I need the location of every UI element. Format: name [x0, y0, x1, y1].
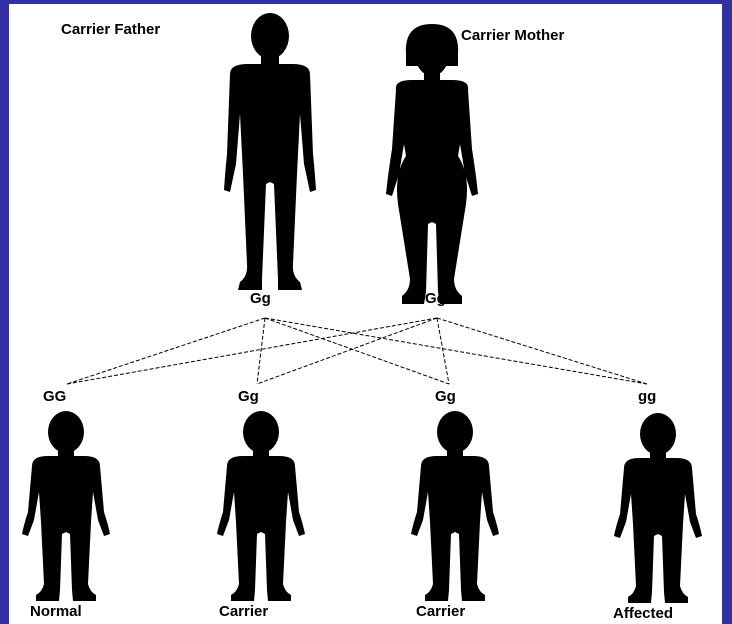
- child-4-label: Affected: [613, 605, 673, 622]
- cross-line: [265, 318, 647, 384]
- child-3-silhouette: [411, 411, 499, 601]
- child-3-genotype: Gg: [435, 388, 456, 405]
- diagram-frame: Carrier Father Carrier Mother Gg Gg GG G…: [9, 4, 722, 624]
- inheritance-diagram: Carrier Father Carrier Mother Gg Gg GG G…: [9, 4, 722, 624]
- child-2-label: Carrier: [219, 603, 268, 620]
- father-label: Carrier Father: [61, 21, 160, 38]
- child-2-genotype: Gg: [238, 388, 259, 405]
- child-3-label: Carrier: [416, 603, 465, 620]
- cross-line: [67, 318, 437, 384]
- cross-line: [257, 318, 437, 384]
- child-2-silhouette: [217, 411, 305, 601]
- cross-line: [437, 318, 647, 384]
- mother-genotype: Gg: [425, 290, 446, 307]
- cross-line: [265, 318, 449, 384]
- father-silhouette: [224, 13, 316, 290]
- child-4-genotype: gg: [638, 388, 656, 405]
- mother-label: Carrier Mother: [461, 27, 565, 44]
- cross-line: [67, 318, 265, 384]
- cross-line: [437, 318, 449, 384]
- child-1-silhouette: [22, 411, 110, 601]
- child-1-genotype: GG: [43, 388, 66, 405]
- father-genotype: Gg: [250, 290, 271, 307]
- cross-line: [257, 318, 265, 384]
- child-4-silhouette: [614, 413, 702, 603]
- child-1-label: Normal: [30, 603, 82, 620]
- mother-silhouette: [386, 24, 478, 304]
